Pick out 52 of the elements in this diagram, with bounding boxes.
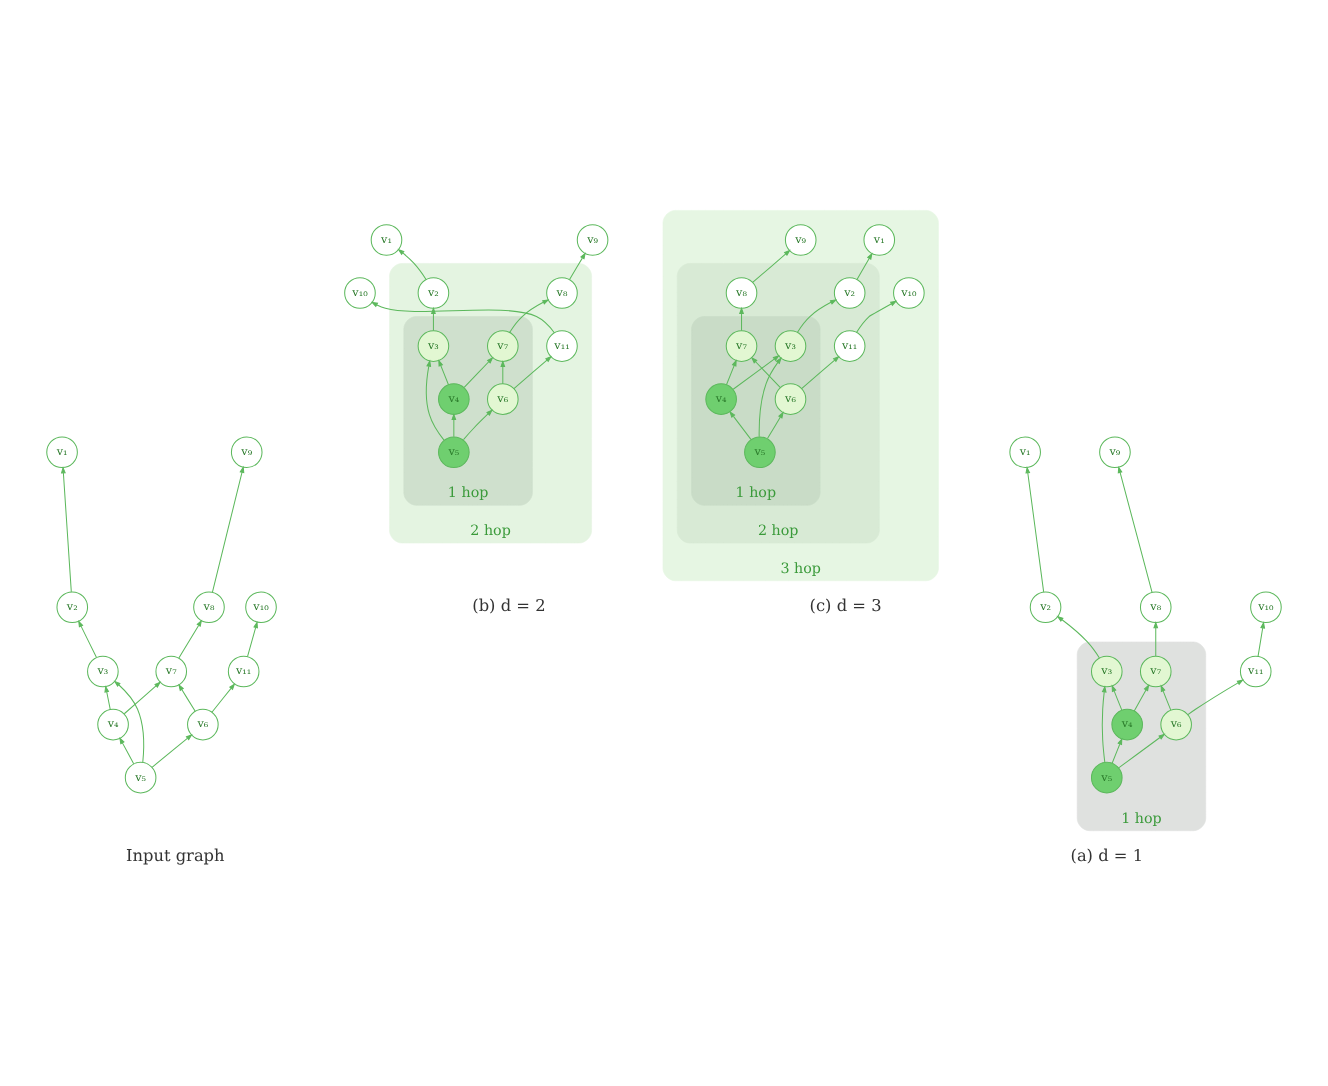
arrow — [1160, 684, 1172, 711]
arrow — [1101, 685, 1107, 763]
arrow — [1117, 465, 1153, 593]
arrow — [766, 411, 784, 440]
arrow — [104, 685, 111, 710]
label: (b) d = 2 — [472, 595, 546, 616]
arrow — [513, 355, 553, 390]
arrow — [856, 252, 873, 280]
arrow — [856, 300, 898, 333]
arrow — [1111, 737, 1123, 764]
arrow — [1257, 621, 1266, 657]
arrow — [451, 412, 457, 438]
arrow — [370, 301, 555, 334]
arrow — [178, 619, 203, 659]
arrow — [438, 359, 449, 386]
arrow — [178, 683, 196, 712]
arrow — [752, 249, 791, 283]
arrow — [509, 299, 550, 333]
arrow — [119, 736, 135, 765]
arrow — [113, 680, 145, 763]
arrow — [151, 733, 193, 768]
arrow — [78, 620, 97, 658]
arrow — [732, 355, 780, 390]
arrow — [397, 248, 427, 280]
arrow — [1025, 466, 1045, 593]
arrow — [1056, 615, 1100, 659]
arrow — [797, 299, 838, 333]
arrow — [60, 466, 72, 593]
arrow — [758, 357, 782, 438]
arrow — [430, 306, 436, 332]
arrow — [750, 356, 781, 388]
arrow — [247, 621, 258, 658]
arrow — [739, 306, 745, 332]
arrow — [463, 356, 494, 388]
arrow — [1187, 679, 1244, 716]
label: (a) d = 1 — [1070, 845, 1144, 866]
arrow — [211, 465, 245, 593]
arrow — [729, 410, 752, 440]
arrow — [1118, 733, 1166, 769]
label: Input graph — [126, 845, 225, 866]
arrow — [425, 359, 445, 441]
arrow — [726, 359, 737, 386]
arrow — [1111, 684, 1123, 711]
arrow — [1153, 621, 1159, 657]
arrow — [123, 681, 162, 715]
arrow — [1133, 684, 1150, 712]
arrow — [211, 683, 236, 713]
arrow — [569, 252, 586, 280]
arrow — [801, 355, 840, 390]
arrow — [500, 359, 506, 385]
arrow — [463, 409, 493, 441]
label: (c) d = 3 — [809, 595, 882, 616]
